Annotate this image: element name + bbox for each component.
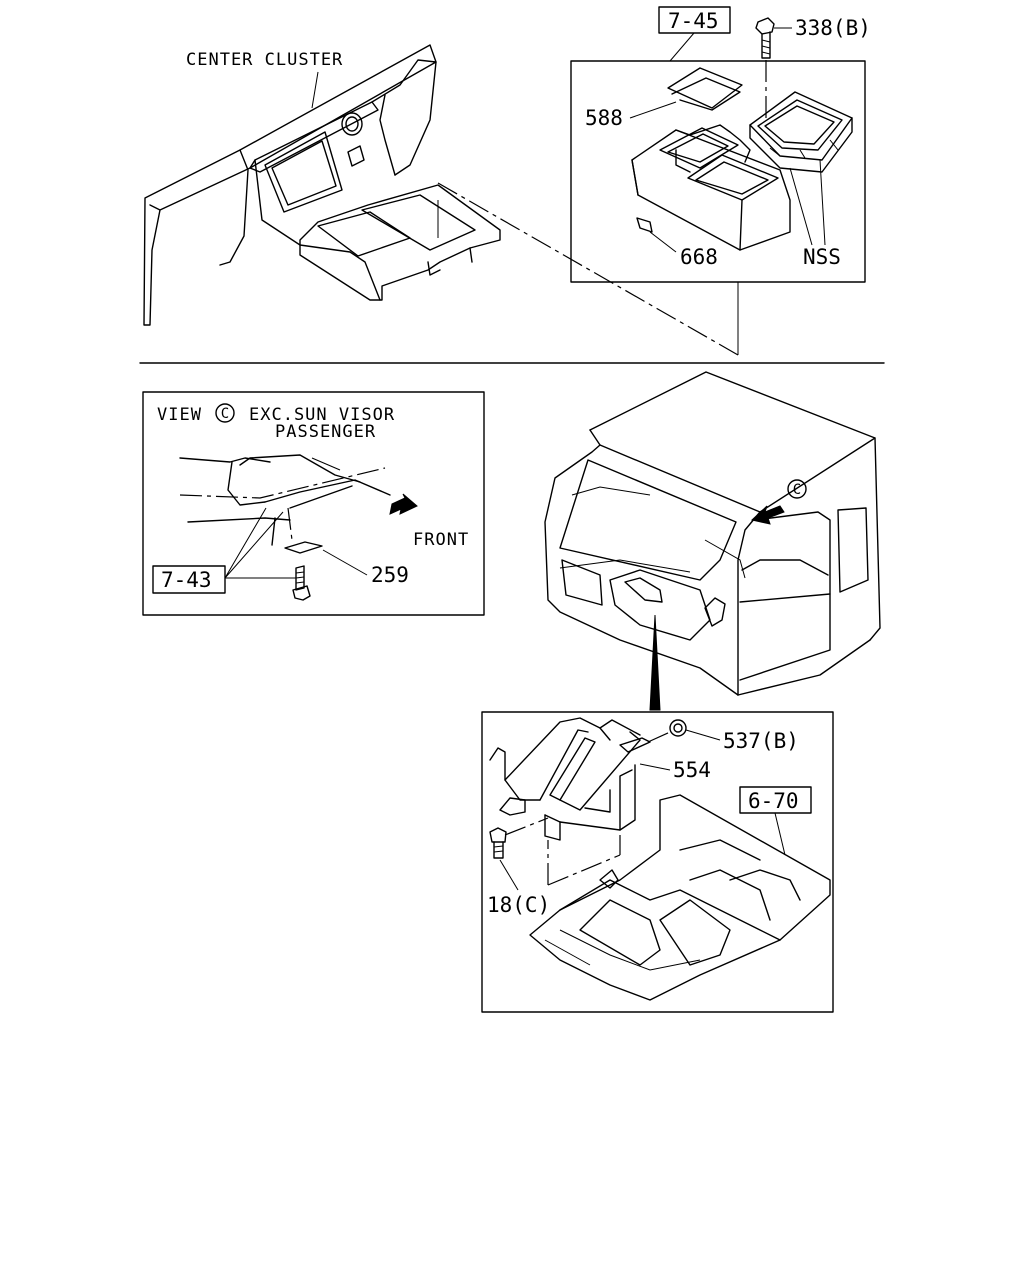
- ref-box-7-45: [658, 6, 731, 34]
- view-label: VIEW: [157, 405, 202, 425]
- bolt-338: [755, 17, 792, 118]
- view-circle-c-label: C: [221, 406, 229, 422]
- center-cluster-drawing: [143, 44, 739, 356]
- clip-259: [284, 541, 323, 554]
- front-arrow-icon: [389, 493, 418, 515]
- part-338-label: 338(B): [795, 16, 871, 40]
- center-cluster-label: CENTER CLUSTER: [186, 50, 343, 70]
- cab-circle-c-label: C: [793, 482, 801, 498]
- ref-box-7-43: [152, 565, 226, 594]
- cab-circle-c: [787, 479, 807, 499]
- ref-6-70-label: 6-70: [748, 789, 799, 813]
- bracket-detail: [481, 711, 834, 1013]
- ref-7-43-label: 7-43: [161, 568, 212, 592]
- front-label: FRONT: [413, 530, 469, 550]
- bracket-detail-frame: [481, 711, 834, 1013]
- detail-pointer: [649, 614, 661, 711]
- view-title-exc: EXC.SUN VISOR: [249, 405, 395, 425]
- part-588-label: 588: [585, 106, 623, 130]
- part-18-label: 18(C): [487, 893, 550, 917]
- bolt-18: [489, 827, 507, 859]
- view-c-arrow-icon: [750, 505, 785, 525]
- cab-drawing: [544, 371, 881, 711]
- nut-537: [669, 719, 687, 737]
- part-554-label: 554: [673, 758, 711, 782]
- view-c-detail: [142, 391, 485, 616]
- view-circle-c: [215, 403, 235, 423]
- part-537-label: 537(B): [723, 729, 799, 753]
- view-c-frame: [142, 391, 485, 616]
- group-7-45-frame: [570, 60, 866, 283]
- console-parts-group: [570, 6, 866, 355]
- screw-7-43: [292, 565, 311, 601]
- part-nss-label: NSS: [803, 245, 841, 269]
- view-title-passenger: PASSENGER: [275, 422, 376, 442]
- ref-7-45-label: 7-45: [668, 9, 719, 33]
- part-259-label: 259: [371, 563, 409, 587]
- part-668-label: 668: [680, 245, 718, 269]
